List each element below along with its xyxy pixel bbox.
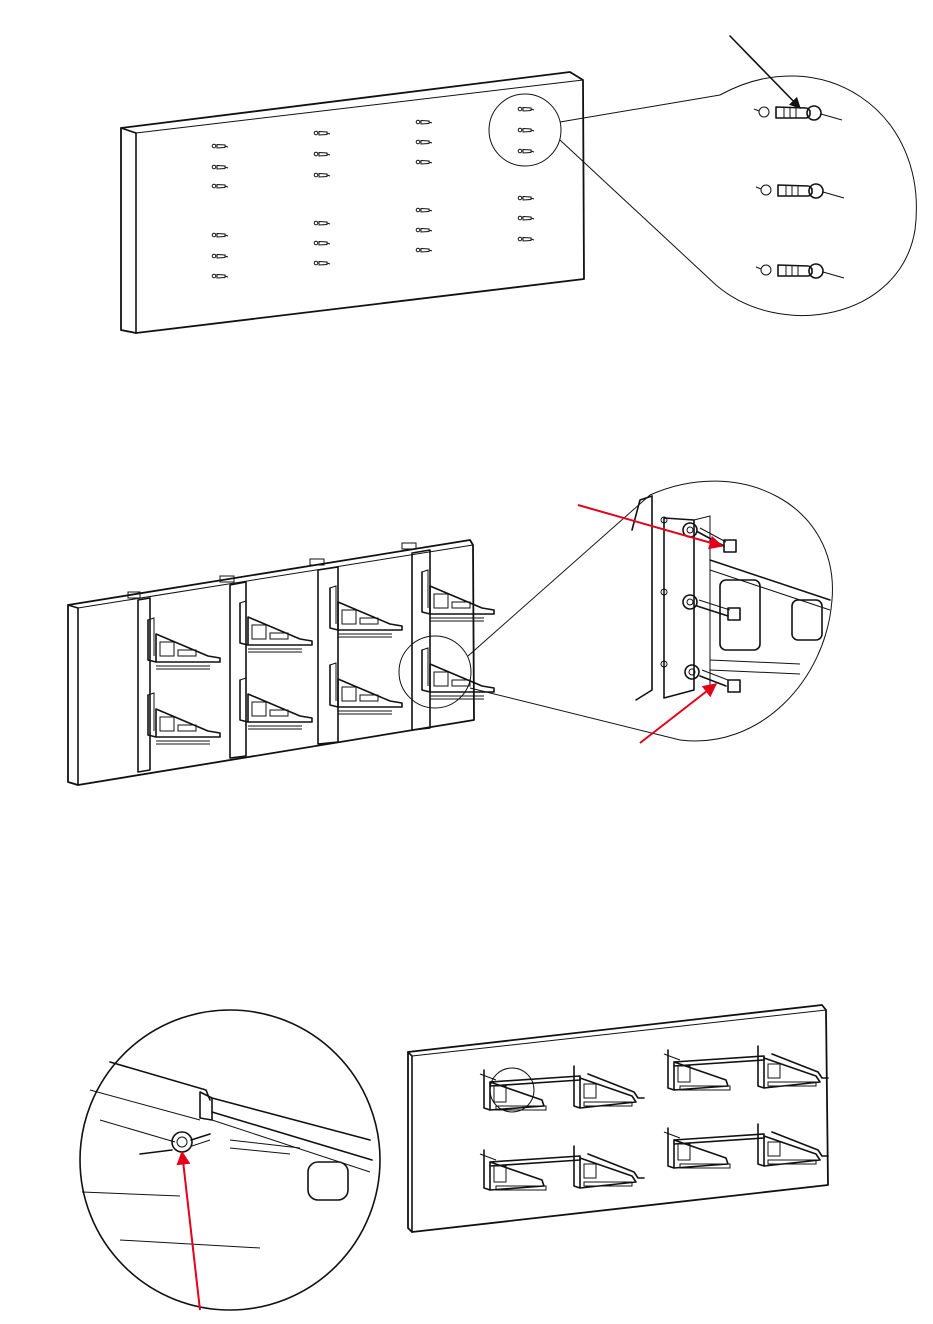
anchor-pointer-arrow — [730, 36, 800, 108]
step-2-group — [68, 481, 832, 785]
hex-bolt-icon — [683, 523, 740, 692]
screw-red-arrow — [182, 1152, 200, 1310]
step-3-group — [80, 1005, 828, 1310]
detail-circle-large-2 — [632, 481, 832, 741]
bolt-bottom-red-arrow — [640, 684, 716, 743]
step-1-group — [121, 36, 916, 333]
detail-circle-large-1 — [716, 76, 916, 316]
screw-detail — [82, 1062, 372, 1248]
wall-panel-1 — [121, 72, 584, 333]
anchor-icon — [754, 106, 844, 278]
wall-panel-3 — [408, 1005, 828, 1232]
